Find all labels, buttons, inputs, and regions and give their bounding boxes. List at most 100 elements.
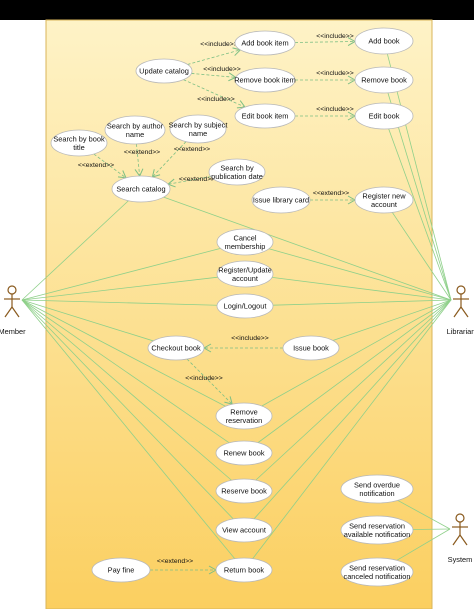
association-line-cancel-membership — [21, 247, 221, 301]
top-bar — [0, 0, 474, 20]
extend-arrow-search-by-subject-to-search-catalog — [151, 141, 187, 178]
use-case-label: canceled notification — [344, 572, 411, 581]
association-line-renew-book — [257, 299, 452, 443]
use-case-return-book[interactable]: Return book — [215, 557, 273, 583]
use-case-label: View account — [222, 526, 266, 535]
use-case-ellipse — [215, 440, 273, 466]
use-case-remove-book[interactable]: Remove book — [354, 66, 414, 94]
use-case-label: reservation — [226, 416, 263, 425]
use-case-label: Register new — [362, 191, 406, 200]
use-case-ellipse — [340, 515, 414, 545]
include-label: <<include>> — [185, 375, 222, 382]
use-case-label: Issue library card — [253, 196, 309, 205]
association-line-remove-reservation — [21, 299, 226, 407]
extend-label: <<extend>> — [174, 146, 210, 153]
use-case-view-account[interactable]: View account — [215, 517, 273, 543]
association-line-remove-reservation — [261, 299, 452, 407]
use-case-label: title — [73, 143, 85, 152]
association-line-search-catalog — [21, 200, 129, 301]
actor-member[interactable]: Member — [0, 285, 26, 336]
use-case-login-logout[interactable]: Login/Logout — [216, 293, 274, 319]
use-case-renew-book[interactable]: Renew book — [215, 440, 273, 466]
use-case-label: Send overdue — [354, 480, 400, 489]
include-label: <<include>> — [316, 106, 353, 113]
include-arrow-add-book-item-to-add-book — [294, 37, 357, 47]
use-case-label: Edit book — [369, 112, 400, 121]
include-label: <<include>> — [197, 96, 234, 103]
use-case-add-book[interactable]: Add book — [354, 27, 414, 55]
use-case-label: membership — [225, 242, 266, 251]
use-case-label: publication date — [211, 172, 263, 181]
use-case-label: Search by — [220, 163, 254, 172]
include-label: <<include>> — [316, 33, 353, 40]
use-case-label: Search by subject — [169, 120, 228, 129]
use-case-label: account — [232, 274, 258, 283]
association-line-send-reservation-available — [412, 528, 451, 530]
use-case-label: Register/Update — [218, 265, 271, 274]
use-case-remove-book-item[interactable]: Remove book item — [234, 67, 296, 93]
extend-arrow-search-by-title-to-search-catalog — [93, 153, 127, 179]
association-line-view-account — [253, 299, 452, 520]
use-case-label: Cancel — [233, 233, 256, 242]
use-case-ellipse — [216, 293, 274, 319]
use-case-label: name — [126, 130, 145, 139]
use-case-issue-library-card[interactable]: Issue library card — [251, 186, 311, 214]
use-case-issue-book[interactable]: Issue book — [282, 335, 340, 361]
association-line-login-logout — [272, 299, 452, 306]
use-case-label: Search catalog — [116, 185, 165, 194]
use-case-search-catalog[interactable]: Search catalog — [111, 175, 171, 203]
use-case-ellipse — [354, 186, 414, 214]
include-label: <<include>> — [200, 41, 237, 48]
use-case-update-catalog[interactable]: Update catalog — [135, 58, 193, 84]
association-line-register-update-account — [271, 277, 452, 301]
use-case-ellipse — [234, 67, 296, 93]
association-line-search-catalog — [163, 196, 452, 301]
use-case-ellipse — [354, 66, 414, 94]
use-case-label: Remove — [230, 407, 258, 416]
use-case-checkout-book[interactable]: Checkout book — [147, 335, 205, 361]
include-arrow-update-catalog-to-remove-book-item — [191, 72, 237, 82]
association-line-cancel-membership — [268, 248, 452, 301]
use-case-add-book-item[interactable]: Add book item — [234, 30, 296, 56]
use-case-label: Remove book — [361, 76, 407, 85]
use-case-edit-book-item[interactable]: Edit book item — [234, 103, 296, 129]
use-case-ellipse — [50, 129, 108, 157]
use-case-ellipse — [354, 27, 414, 55]
use-case-ellipse — [354, 102, 414, 130]
association-line-return-book — [252, 299, 452, 559]
include-arrow-checkout-book-to-remove-reservation — [186, 358, 233, 405]
actor-librarian[interactable]: Librarian — [447, 285, 474, 336]
use-case-ellipse — [147, 335, 205, 361]
use-case-reserve-book[interactable]: Reserve book — [215, 478, 273, 504]
actor-system[interactable]: System — [448, 513, 473, 564]
actor-label: System — [448, 555, 473, 564]
extend-label: <<extend>> — [157, 558, 193, 565]
association-line-add-book — [386, 53, 452, 301]
use-case-pay-fine[interactable]: Pay fine — [91, 557, 151, 583]
actor-label: Librarian — [447, 327, 474, 336]
use-case-label: Send reservation — [349, 563, 405, 572]
association-line-checkout-book — [21, 299, 154, 342]
association-line-view-account — [21, 299, 234, 520]
use-case-edit-book[interactable]: Edit book — [354, 102, 414, 130]
use-case-label: Send reservation — [349, 521, 405, 530]
use-case-label: Checkout book — [151, 344, 201, 353]
extend-label: <<extend>> — [124, 149, 160, 156]
include-arrow-update-catalog-to-add-book-item — [187, 47, 242, 65]
include-label: <<include>> — [231, 335, 268, 342]
stick-figure-icon — [452, 513, 468, 546]
extend-arrow-search-by-author-to-search-catalog — [134, 143, 144, 178]
